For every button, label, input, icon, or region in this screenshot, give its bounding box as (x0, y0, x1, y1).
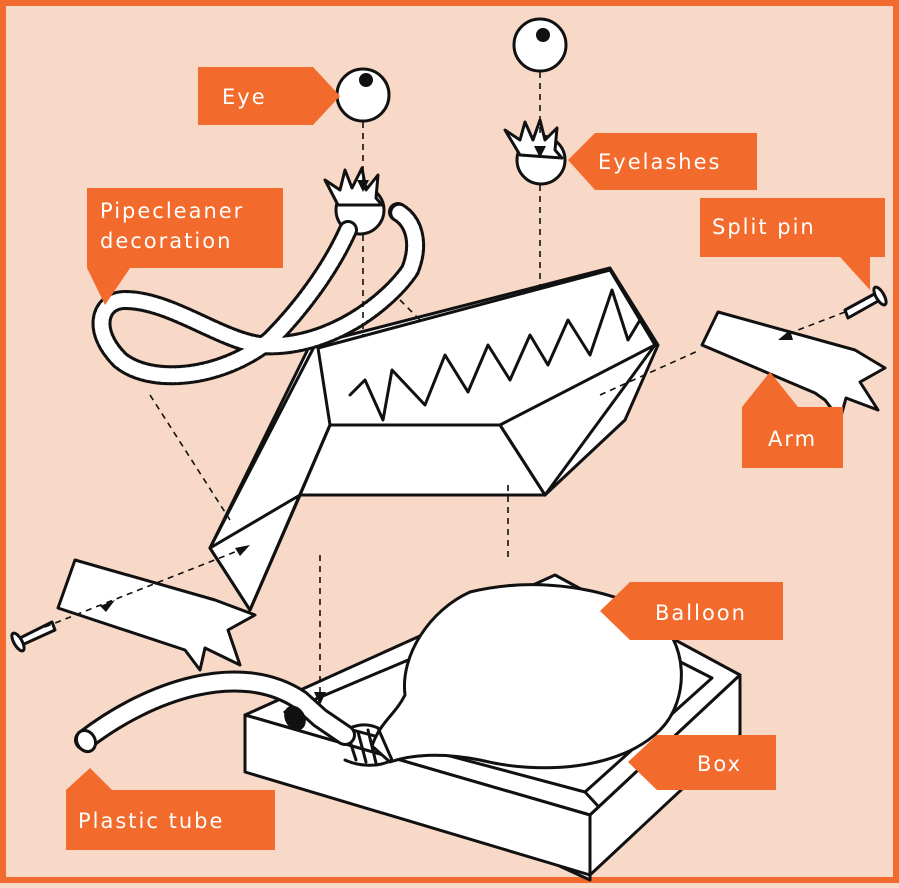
label-split-pin: Split pin (712, 215, 816, 239)
label-balloon: Balloon (655, 601, 747, 625)
arm-right (700, 310, 887, 422)
label-pipecleaner-line1: Pipecleaner (100, 199, 244, 223)
label-tag-box: Box (628, 735, 776, 790)
label-pipecleaner-line2: decoration (100, 229, 232, 253)
eye-left (335, 67, 391, 123)
label-tag-arm: Arm (742, 372, 843, 468)
label-tag-split-pin: Split pin (700, 198, 885, 290)
label-tag-plastic-tube: Plastic tube (66, 768, 275, 850)
label-tag-balloon: Balloon (600, 582, 783, 640)
label-arm: Arm (768, 427, 817, 451)
pipecleaner (91, 202, 426, 386)
eyelashes-right (503, 118, 567, 186)
split-pin-right (843, 285, 888, 320)
assembly-lines (44, 72, 846, 705)
label-plastic-tube: Plastic tube (78, 809, 224, 833)
label-tag-pipecleaner: Pipecleaner decoration (87, 188, 283, 305)
label-eyelashes: Eyelashes (598, 150, 721, 174)
plastic-tube (74, 670, 356, 754)
mouth-box (208, 266, 660, 612)
label-tag-eye: Eye (198, 67, 340, 125)
label-box: Box (697, 752, 742, 776)
arm-left (56, 558, 257, 672)
label-eye: Eye (222, 85, 267, 109)
split-pin-left (10, 620, 57, 653)
eye-right (512, 17, 568, 73)
label-tag-eyelashes: Eyelashes (568, 133, 757, 190)
